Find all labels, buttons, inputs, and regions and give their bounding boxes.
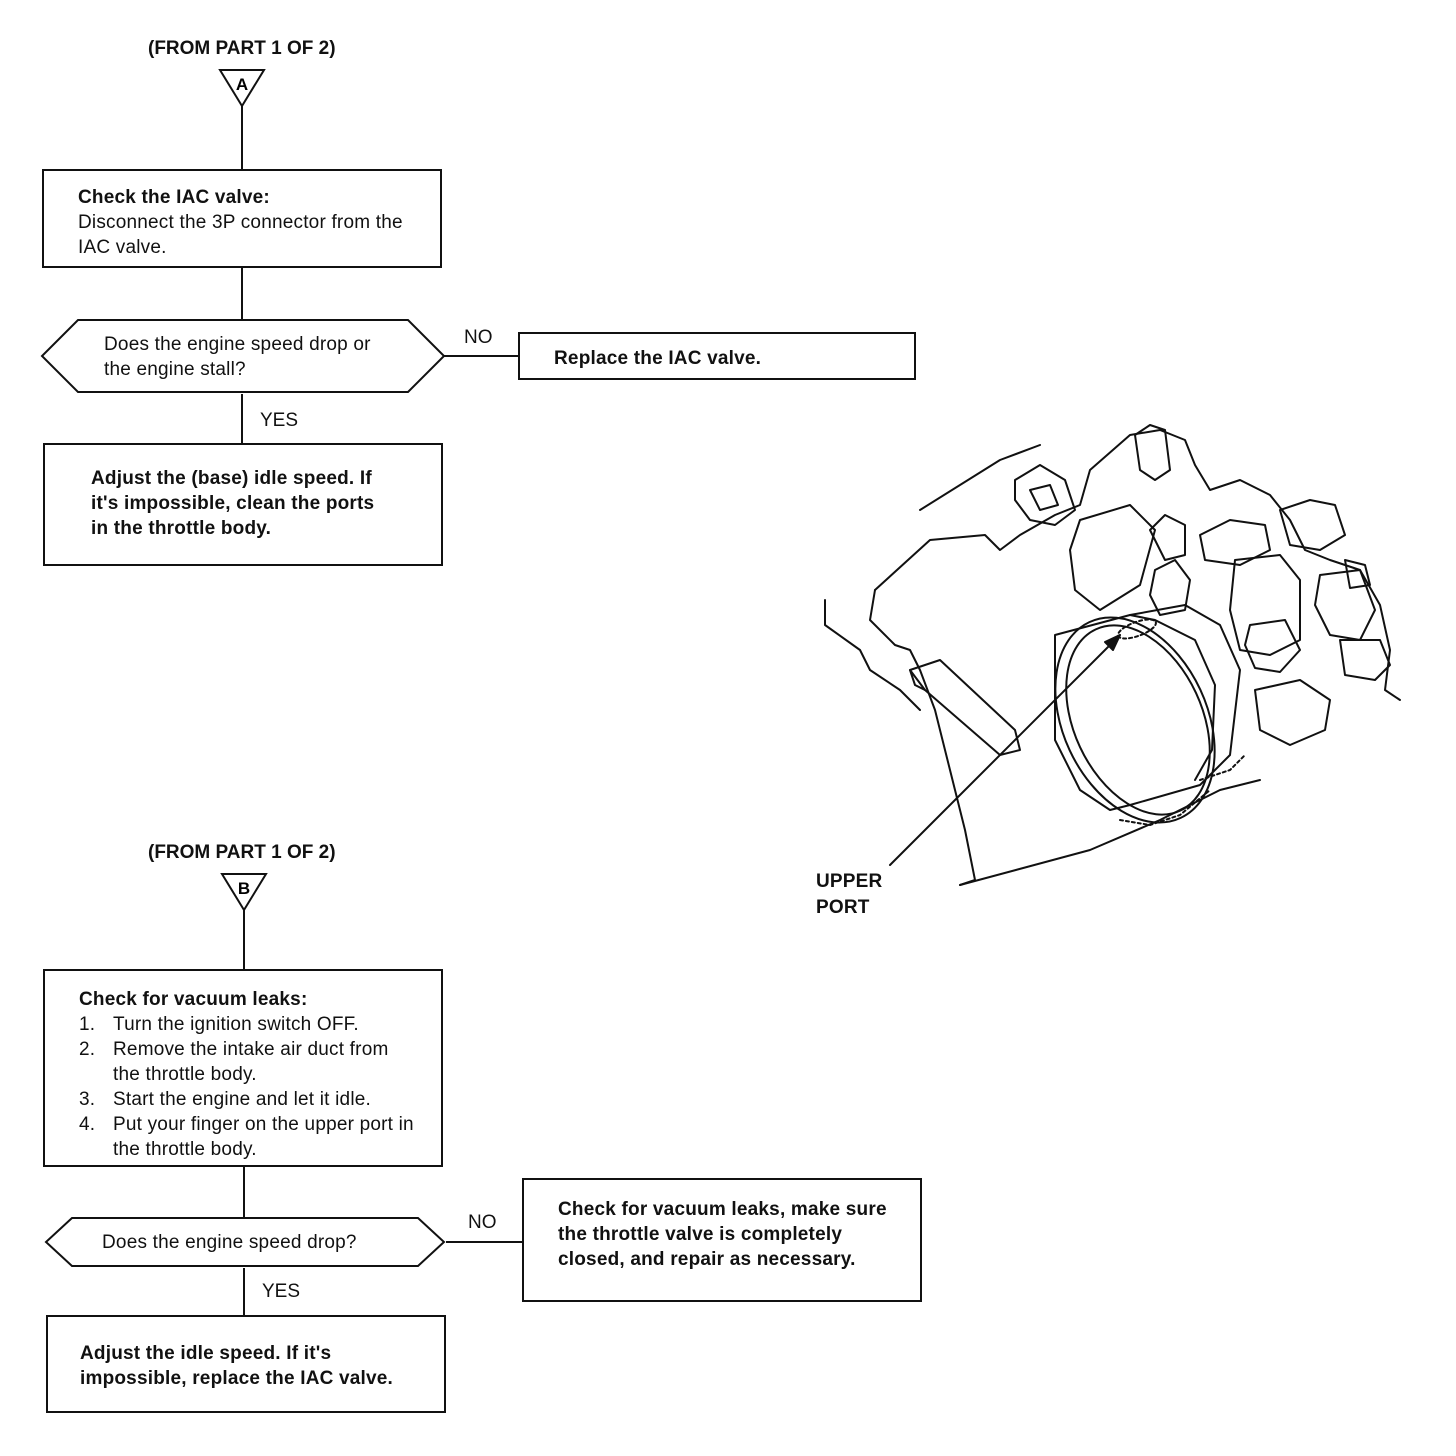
- flow-a-decision-text: Does the engine speed drop or the engine…: [104, 334, 371, 380]
- intake-ring-outer: [1054, 616, 1216, 824]
- flow-a-no-action-text: Replace the IAC valve.: [554, 348, 762, 369]
- flow-a-step-text: Disconnect the 3P connector from the IAC…: [78, 212, 403, 258]
- flow-a-no-line: [444, 355, 520, 357]
- engine-left-edge: [869, 589, 976, 886]
- flow-b-from-label: (FROM PART 1 OF 2): [148, 842, 336, 863]
- flow-a-connector-line: [241, 106, 243, 170]
- flow-b-no-label: NO: [468, 1212, 497, 1233]
- flow-b-step-item: 1.Turn the ignition switch OFF.: [79, 1014, 359, 1035]
- engine-outline: [874, 429, 1401, 701]
- flow-b-connector-triangle-icon: B: [220, 873, 268, 912]
- flow-b-step-title: Check for vacuum leaks:: [79, 989, 308, 1010]
- flow-b-no-line: [446, 1241, 524, 1243]
- callout-line-1: UPPER: [816, 871, 883, 892]
- callout-line-2: PORT: [816, 897, 870, 918]
- throttle-body-illustration: [824, 424, 1401, 886]
- flow-b-step-item: 3.Start the engine and let it idle.: [79, 1089, 371, 1110]
- flow-a-from-label: (FROM PART 1 OF 2): [148, 38, 336, 59]
- flow-a-connector-triangle-icon: A: [218, 69, 266, 108]
- flow-b-connector-letter: B: [238, 879, 250, 898]
- flow-a-yes-label: YES: [260, 410, 299, 431]
- flow-b-yes-label: YES: [262, 1281, 301, 1302]
- flow-a-line-to-decision: [241, 268, 243, 320]
- upper-port-arrowhead-icon: [1104, 634, 1121, 651]
- flow-a-connector-letter: A: [236, 75, 248, 94]
- flow-b-decision-hexagon: [44, 1217, 446, 1267]
- flow-b-step-list: 1.Turn the ignition switch OFF. 2.Remove…: [79, 1012, 419, 1162]
- throttle-tube: [1054, 604, 1241, 811]
- flow-a-no-action-box: Replace the IAC valve.: [518, 332, 916, 380]
- engine-top-line: [919, 444, 1041, 511]
- upper-port-callout-label: UPPER PORT: [816, 869, 882, 921]
- flow-b-decision-text: Does the engine speed drop?: [102, 1232, 357, 1253]
- flow-a-decision-hexagon: [40, 319, 446, 393]
- flow-a-no-label: NO: [464, 327, 493, 348]
- flow-b-line-to-decision: [243, 1167, 245, 1219]
- intake-ring-inner: [1065, 624, 1211, 816]
- flow-b-no-action-text: Check for vacuum leaks, make sure the th…: [558, 1199, 887, 1270]
- flow-a-yes-action-text: Adjust the (base) idle speed. If it's im…: [91, 468, 375, 539]
- upper-port-callout-line: [889, 634, 1121, 866]
- flow-a-yes-line: [241, 394, 243, 444]
- flow-b-connector-line: [243, 910, 245, 970]
- flow-b-step-item: 4.Put your finger on the upper port in t…: [79, 1114, 414, 1160]
- engine-base-line: [959, 779, 1261, 886]
- flow-a-step-box: Check the IAC valve: Disconnect the 3P c…: [42, 169, 442, 268]
- flow-b-yes-action-text: Adjust the idle speed. If it's impossibl…: [80, 1343, 394, 1389]
- flow-b-yes-line: [243, 1268, 245, 1316]
- flow-b-step-item: 2.Remove the intake air duct from the th…: [79, 1039, 389, 1085]
- flow-b-no-action-box: Check for vacuum leaks, make sure the th…: [522, 1178, 922, 1302]
- flow-b-yes-action-box: Adjust the idle speed. If it's impossibl…: [46, 1315, 446, 1413]
- flow-a-yes-action-box: Adjust the (base) idle speed. If it's im…: [43, 443, 443, 566]
- flow-b-step-box: Check for vacuum leaks: 1.Turn the ignit…: [43, 969, 443, 1167]
- flow-a-step-title: Check the IAC valve:: [78, 187, 270, 208]
